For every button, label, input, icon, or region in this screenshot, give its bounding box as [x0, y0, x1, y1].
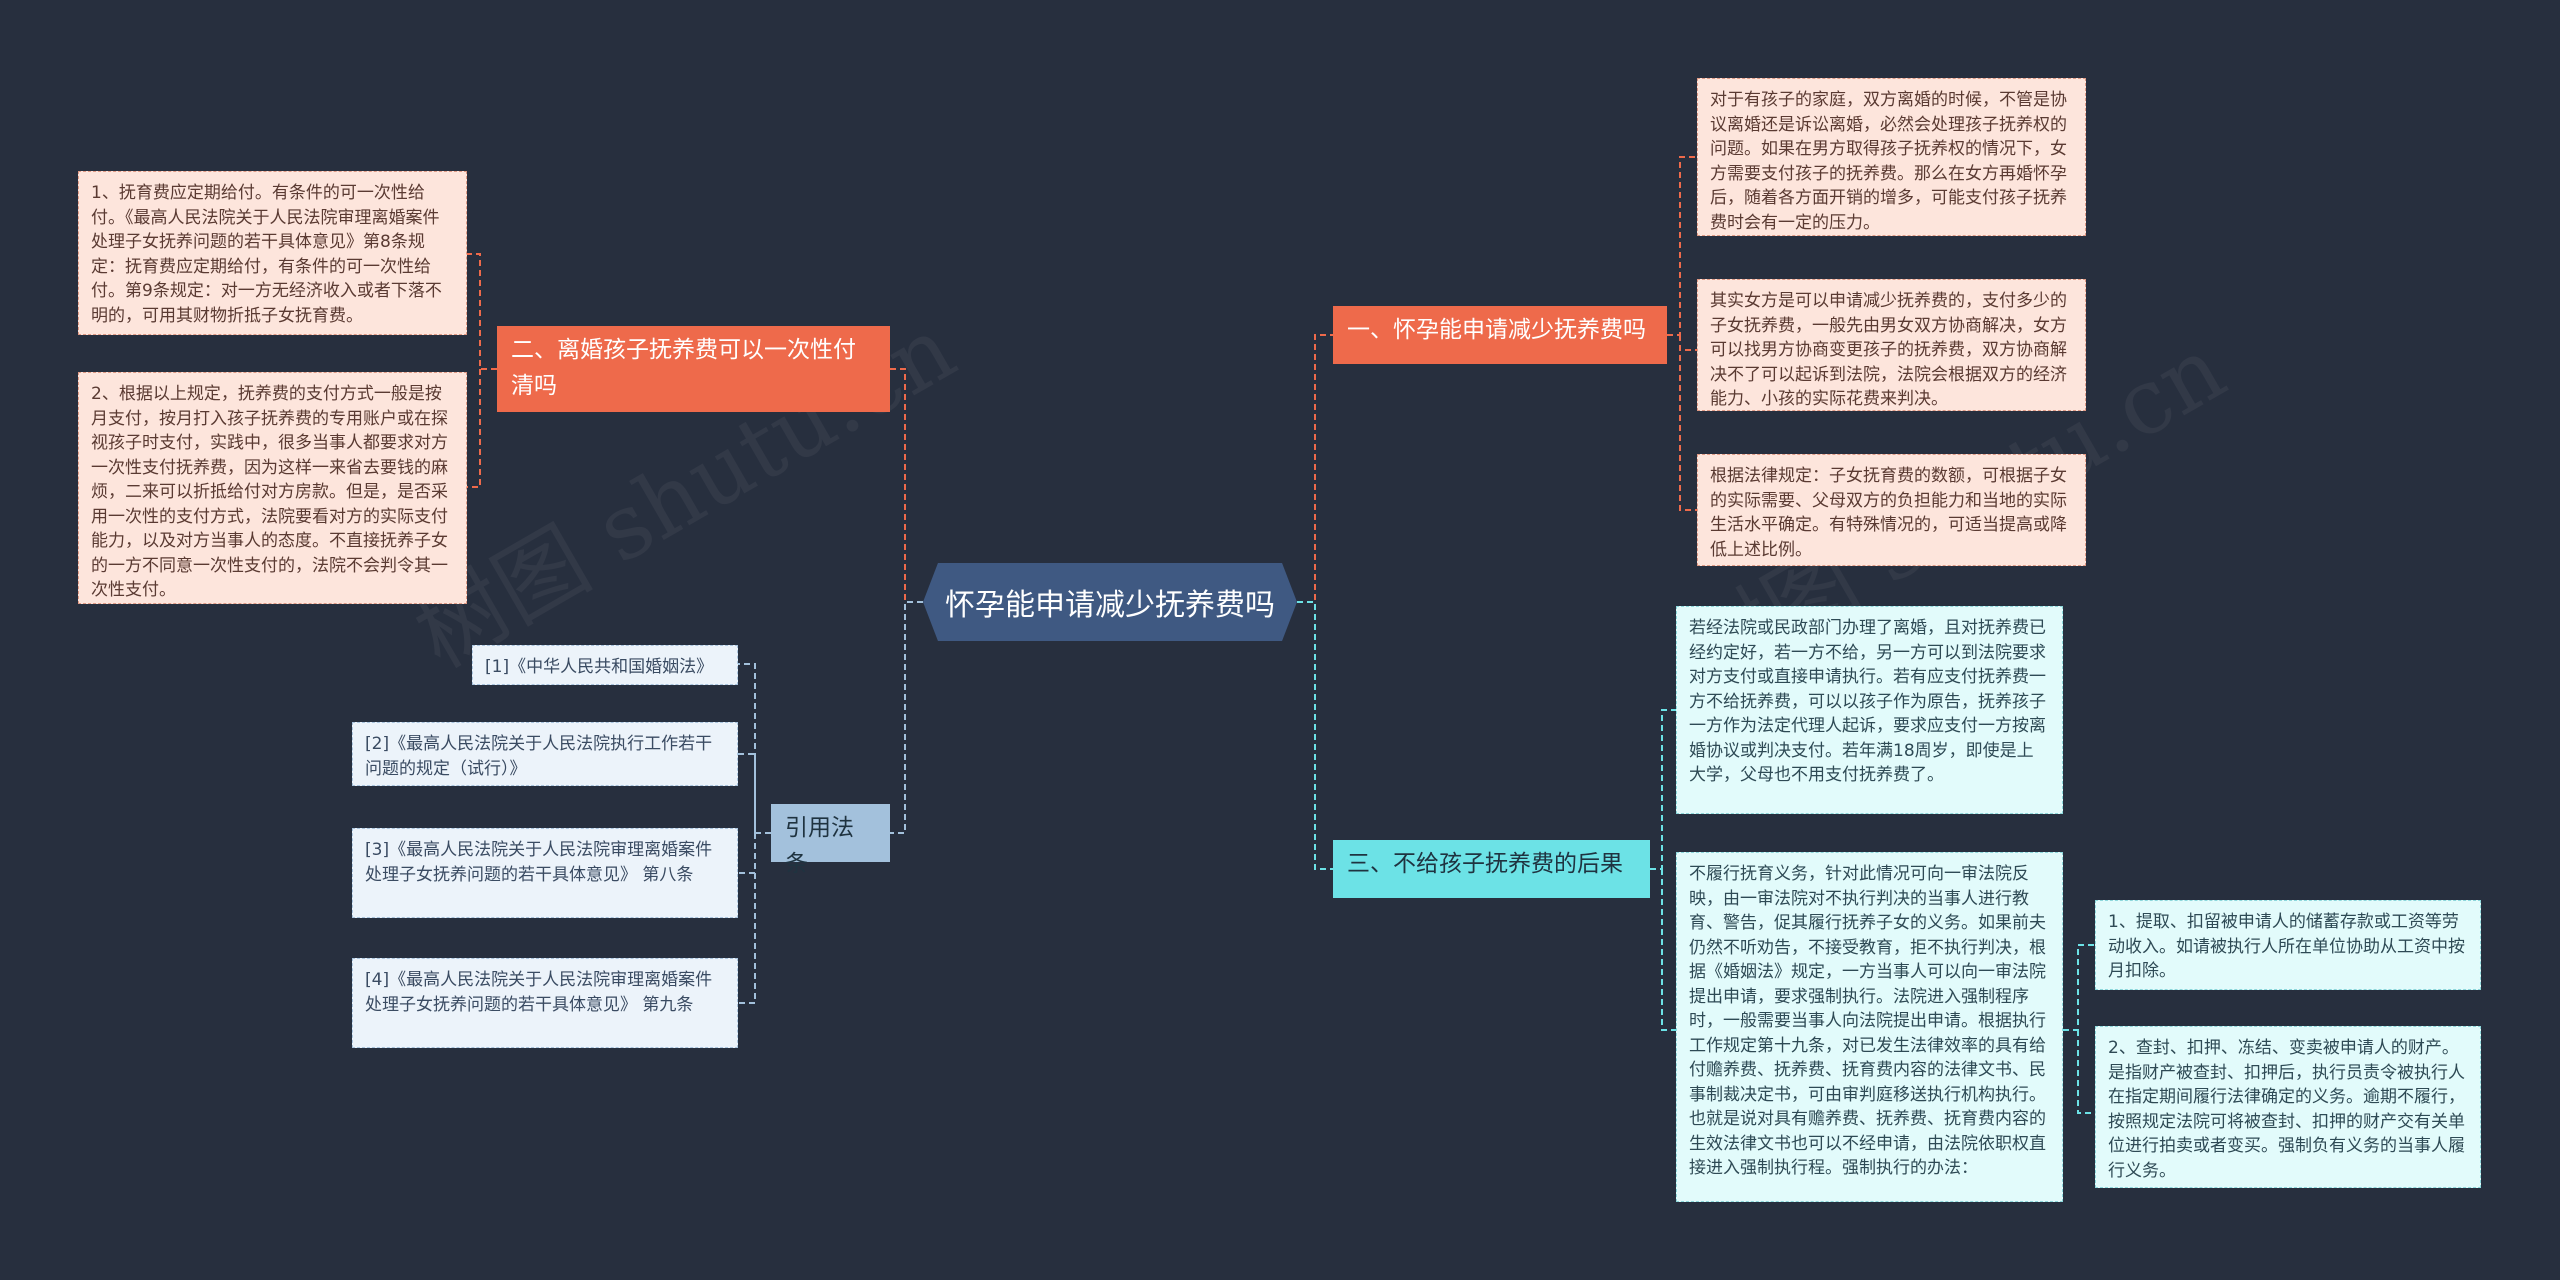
subleaf-b3-2: 2、查封、扣押、冻结、变卖被申请人的财产。是指财产被查封、扣押后，执行员责令被执… [2095, 1026, 2481, 1188]
branch-label: 引用法条 [785, 815, 854, 877]
leaf-b3-2: 不履行抚育义务，针对此情况可向一审法院反映，由一审法院对不执行判决的当事人进行教… [1676, 852, 2063, 1202]
leaf-b3-1: 若经法院或民政部门办理了离婚，且对抚养费已经约定好，若一方不给，另一方可以到法院… [1676, 606, 2063, 814]
leaf-text: 对于有孩子的家庭，双方离婚的时候，不管是协议离婚还是诉讼离婚，必然会处理孩子抚养… [1710, 90, 2067, 233]
connector-central-b3 [1297, 601, 1333, 870]
connector-b1-leaves [1667, 156, 1697, 511]
connector-b2-leaves [467, 253, 497, 488]
subleaf-b3-1: 1、提取、扣留被申请人的储蓄存款或工资等劳动收入。如请被执行人所在单位协助从工资… [2095, 900, 2481, 990]
branch-label: 二、离婚孩子抚养费可以一次性付清吗 [511, 337, 856, 399]
leaf-text: 1、提取、扣留被申请人的储蓄存款或工资等劳动收入。如请被执行人所在单位协助从工资… [2108, 912, 2465, 981]
connector-b3-leaves [1650, 709, 1676, 1031]
leaf-text: [3]《最高人民法院关于人民法院审理离婚案件处理子女抚养问题的若干具体意见》 第… [365, 840, 713, 885]
connector-central-b4 [890, 601, 923, 834]
branch-label: 一、怀孕能申请减少抚养费吗 [1347, 317, 1646, 343]
connector-central-b2 [890, 368, 923, 603]
citation-2[interactable]: [2]《最高人民法院关于人民法院执行工作若干问题的规定（试行）》 [352, 722, 738, 786]
leaf-text: 不履行抚育义务，针对此情况可向一审法院反映，由一审法院对不执行判决的当事人进行教… [1689, 864, 2046, 1178]
leaf-text: 根据法律规定：子女抚育费的数额，可根据子女的实际需要、父母双方的负担能力和当地的… [1710, 466, 2067, 560]
leaf-text: 2、查封、扣押、冻结、变卖被申请人的财产。是指财产被查封、扣押后，执行员责令被执… [2108, 1038, 2465, 1181]
connector-b4-leaves [738, 663, 771, 1004]
leaf-b1-1: 对于有孩子的家庭，双方离婚的时候，不管是协议离婚还是诉讼离婚，必然会处理孩子抚养… [1697, 78, 2086, 236]
central-topic-label: 怀孕能申请减少抚养费吗 [945, 588, 1275, 623]
citation-3[interactable]: [3]《最高人民法院关于人民法院审理离婚案件处理子女抚养问题的若干具体意见》 第… [352, 828, 738, 918]
branch-consequences[interactable]: 三、不给孩子抚养费的后果 [1333, 840, 1650, 898]
leaf-text: [4]《最高人民法院关于人民法院审理离婚案件处理子女抚养问题的若干具体意见》 第… [365, 970, 713, 1015]
branch-citations[interactable]: 引用法条 [771, 804, 890, 877]
branch-reduce-support[interactable]: 一、怀孕能申请减少抚养费吗 [1333, 306, 1667, 364]
central-topic[interactable]: 怀孕能申请减少抚养费吗 [923, 563, 1297, 641]
connector-central-b1 [1297, 334, 1333, 603]
leaf-text: 2、根据以上规定，抚养费的支付方式一般是按月支付，按月打入孩子抚养费的专用账户或… [91, 384, 448, 600]
leaf-text: 1、抚育费应定期给付。有条件的可一次性给付。《最高人民法院关于人民法院审理离婚案… [91, 183, 442, 326]
leaf-b2-1: 1、抚育费应定期给付。有条件的可一次性给付。《最高人民法院关于人民法院审理离婚案… [78, 171, 467, 335]
leaf-b2-2: 2、根据以上规定，抚养费的支付方式一般是按月支付，按月打入孩子抚养费的专用账户或… [78, 372, 467, 604]
leaf-text: [1]《中华人民共和国婚姻法》 [485, 657, 714, 677]
leaf-text: 若经法院或民政部门办理了离婚，且对抚养费已经约定好，若一方不给，另一方可以到法院… [1689, 618, 2046, 785]
leaf-text: [2]《最高人民法院关于人民法院执行工作若干问题的规定（试行）》 [365, 734, 713, 779]
branch-lump-sum[interactable]: 二、离婚孩子抚养费可以一次性付清吗 [497, 326, 890, 412]
leaf-text: 其实女方是可以申请减少抚养费的，支付多少的子女抚养费，一般先由男女双方协商解决，… [1710, 291, 2067, 409]
leaf-b1-3: 根据法律规定：子女抚育费的数额，可根据子女的实际需要、父母双方的负担能力和当地的… [1697, 454, 2086, 566]
branch-label: 三、不给孩子抚养费的后果 [1347, 851, 1623, 877]
citation-1[interactable]: [1]《中华人民共和国婚姻法》 [472, 645, 738, 685]
citation-4[interactable]: [4]《最高人民法院关于人民法院审理离婚案件处理子女抚养问题的若干具体意见》 第… [352, 958, 738, 1048]
leaf-b1-2: 其实女方是可以申请减少抚养费的，支付多少的子女抚养费，一般先由男女双方协商解决，… [1697, 279, 2086, 411]
connector-b3-subleaves [2063, 944, 2095, 1114]
